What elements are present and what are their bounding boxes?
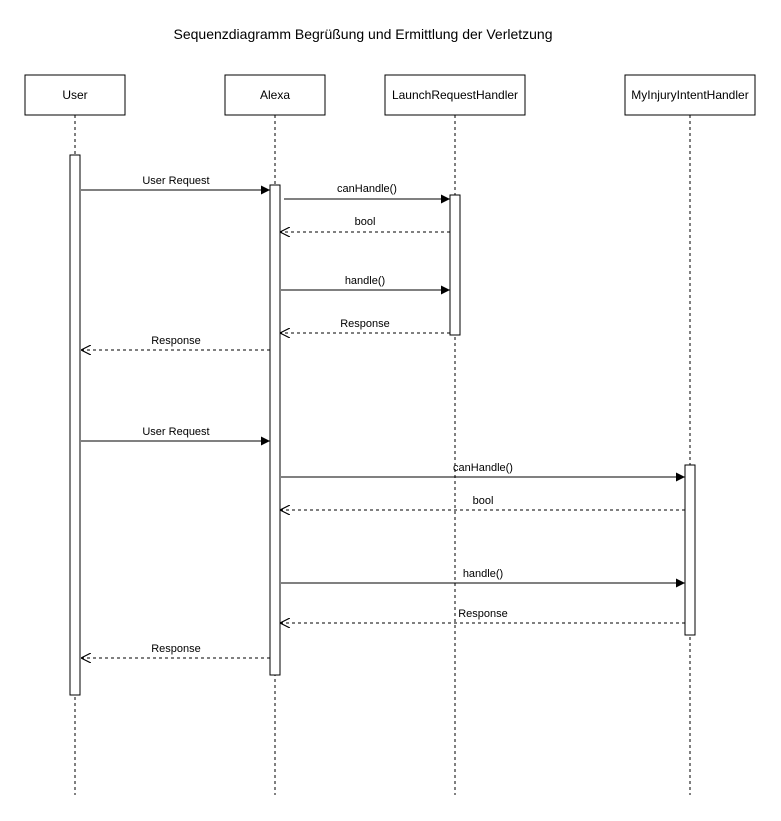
message-label: bool bbox=[355, 216, 376, 228]
lifeline-my-injury-intent-handler: MyInjuryIntentHandler bbox=[624, 74, 756, 795]
diagram-title: Sequenzdiagramm Begrüßung und Ermittlung… bbox=[174, 26, 553, 42]
message-label: canHandle() bbox=[337, 183, 397, 195]
participant-box-alexa bbox=[224, 74, 326, 116]
activation-bar-alexa bbox=[269, 184, 281, 676]
message-label: Response bbox=[458, 608, 508, 620]
participant-label-user: User bbox=[62, 88, 87, 102]
lifeline-launch-request-handler: LaunchRequestHandler bbox=[384, 74, 526, 795]
lifeline-alexa: Alexa bbox=[224, 74, 326, 795]
message-response-1: Response bbox=[280, 318, 450, 333]
participant-label-launch-request-handler: LaunchRequestHandler bbox=[392, 88, 518, 102]
participant-box-my-injury-intent-handler bbox=[624, 74, 756, 116]
message-handle-1: handle() bbox=[281, 275, 450, 295]
participant-box-launch-request-handler bbox=[384, 74, 526, 116]
message-label: bool bbox=[473, 495, 494, 507]
message-user-request-2: User Request bbox=[81, 426, 270, 446]
message-response-2: Response bbox=[81, 335, 270, 350]
message-response-3: Response bbox=[280, 608, 685, 623]
message-label: handle() bbox=[345, 275, 385, 287]
message-label: Response bbox=[151, 335, 201, 347]
message-handle-2: handle() bbox=[281, 568, 685, 588]
message-user-request-1: User Request bbox=[81, 175, 270, 195]
message-bool-1: bool bbox=[280, 216, 450, 232]
message-label: User Request bbox=[142, 175, 209, 187]
participant-label-alexa: Alexa bbox=[260, 88, 290, 102]
message-can-handle-2: canHandle() bbox=[281, 462, 685, 482]
activation-bar-user bbox=[69, 154, 81, 696]
message-can-handle-1: canHandle() bbox=[284, 183, 450, 204]
message-label: User Request bbox=[142, 426, 209, 438]
activation-bar-my-injury-intent-handler bbox=[684, 464, 696, 636]
message-label: handle() bbox=[463, 568, 503, 580]
activation-bar-launch-request-handler bbox=[449, 194, 461, 336]
message-label: Response bbox=[340, 318, 390, 330]
message-response-4: Response bbox=[81, 643, 270, 658]
message-bool-2: bool bbox=[280, 495, 685, 510]
participant-label-my-injury-intent-handler: MyInjuryIntentHandler bbox=[631, 88, 748, 102]
message-label: Response bbox=[151, 643, 201, 655]
participant-box-user bbox=[24, 74, 126, 116]
message-label: canHandle() bbox=[453, 462, 513, 474]
